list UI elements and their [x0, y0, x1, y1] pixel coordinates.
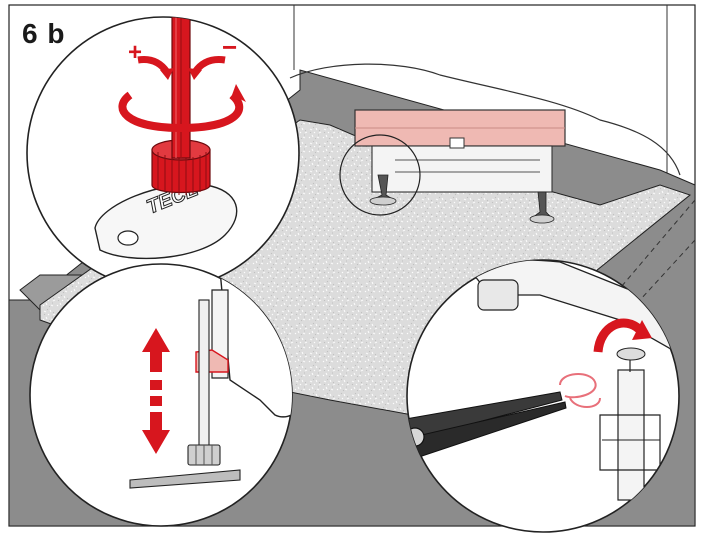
detail-circle-height — [29, 263, 293, 527]
curved-arrow-icon — [593, 318, 652, 353]
rotate-arrow-icon — [118, 56, 246, 133]
drain-channel — [339, 109, 566, 224]
step-label: 6 b — [22, 18, 66, 49]
detail-circle-adjuster: TECE — [26, 16, 300, 290]
plus-sign: + — [128, 39, 142, 66]
vertical-arrow-icon — [142, 328, 170, 454]
minus-sign: − — [222, 32, 237, 62]
detail-marker — [339, 134, 421, 216]
detail-circle-pliers — [406, 259, 680, 533]
